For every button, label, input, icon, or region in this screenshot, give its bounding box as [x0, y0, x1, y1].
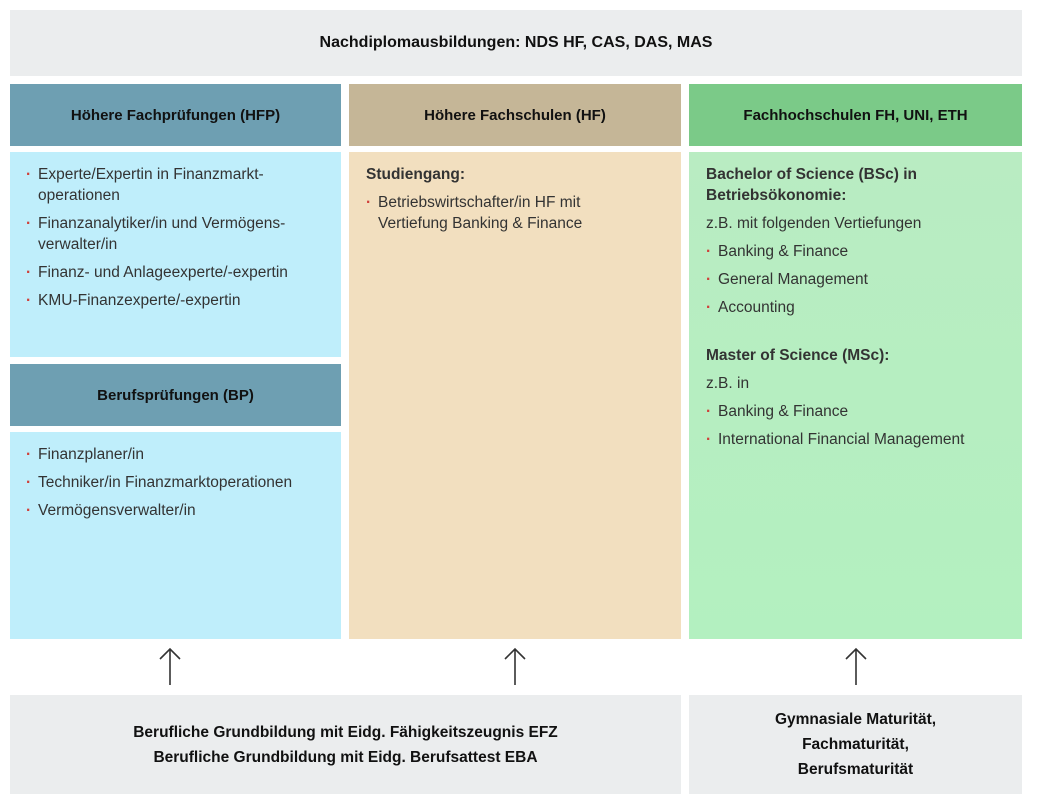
bullet-icon: ·	[26, 292, 32, 309]
bottom-left-line1: Berufliche Grundbildung mit Eidg. Fähigk…	[133, 723, 558, 741]
bullet-icon: ·	[366, 194, 372, 211]
up-arrow-icon	[503, 647, 527, 687]
hf-list: ·Betriebswirtschafter/in HF mit Vertiefu…	[366, 192, 669, 234]
hf-header: Höhere Fachschulen (HF)	[349, 84, 681, 146]
list-item: ·Accounting	[706, 299, 795, 316]
bsc-list: ·Banking & Finance ·General Management ·…	[706, 241, 1010, 318]
bp-body: ·Finanzplaner/in ·Techniker/in Finanzmar…	[10, 432, 341, 639]
hfp-header: Höhere Fachprüfungen (HFP)	[10, 84, 341, 146]
list-item: ·Vermögensverwalter/in	[26, 502, 196, 519]
hf-title: Höhere Fachschulen (HF)	[424, 106, 606, 124]
bottom-right-line1: Gymnasiale Maturität,	[774, 711, 937, 728]
list-item: ·Experte/Expertin in Finanzmarkt-operati…	[26, 166, 264, 204]
list-item: ·Techniker/in Finanzmarktoperationen	[26, 474, 293, 491]
fh-content: Bachelor of Science (BSc) in Betriebsöko…	[689, 152, 1022, 450]
list-item: ·Finanz- und Anlageexperte/-expertin	[26, 264, 288, 281]
bullet-icon: ·	[26, 502, 32, 519]
top-banner: Nachdiplomausbildungen: NDS HF, CAS, DAS…	[10, 10, 1022, 76]
bottom-right-line3: Berufsmaturität	[797, 761, 914, 778]
list-item: ·Betriebswirtschafter/in HF mit Vertiefu…	[366, 194, 583, 232]
bp-list: ·Finanzplaner/in ·Techniker/in Finanzmar…	[10, 432, 341, 521]
list-item: ·International Financial Management	[706, 431, 965, 448]
bsc-intro: z.B. mit folgenden Vertiefungen	[706, 215, 922, 232]
top-banner-text: Nachdiplomausbildungen: NDS HF, CAS, DAS…	[319, 34, 713, 51]
bullet-icon: ·	[26, 446, 32, 463]
bottom-left-line2: Berufliche Grundbildung mit Eidg. Berufs…	[153, 748, 538, 766]
bullet-icon: ·	[26, 474, 32, 491]
list-item: ·Finanzanalytiker/in und Vermögens-verwa…	[26, 215, 286, 253]
hf-heading: Studiengang:	[366, 166, 466, 183]
bullet-icon: ·	[706, 271, 712, 288]
msc-list: ·Banking & Finance ·International Financ…	[706, 401, 1010, 450]
fh-header: Fachhochschulen FH, UNI, ETH	[689, 84, 1022, 146]
hfp-body: ·Experte/Expertin in Finanzmarkt-operati…	[10, 152, 341, 357]
fh-body: Bachelor of Science (BSc) in Betriebsöko…	[689, 152, 1022, 639]
bullet-icon: ·	[706, 299, 712, 316]
hfp-title: Höhere Fachprüfungen (HFP)	[70, 106, 281, 124]
list-item: ·General Management	[706, 271, 868, 288]
list-item: ·KMU-Finanzexperte/-expertin	[26, 292, 241, 309]
bullet-icon: ·	[706, 431, 712, 448]
list-item: ·Banking & Finance	[706, 243, 849, 260]
bp-title: Berufsprüfungen (BP)	[97, 386, 254, 404]
bullet-icon: ·	[706, 403, 712, 420]
msc-intro: z.B. in	[706, 375, 750, 392]
bp-header: Berufsprüfungen (BP)	[10, 364, 341, 426]
bullet-icon: ·	[26, 215, 32, 232]
hf-content: Studiengang: ·Betriebswirtschafter/in HF…	[349, 152, 681, 234]
up-arrow-icon	[158, 647, 182, 687]
bottom-left-box: Berufliche Grundbildung mit Eidg. Fähigk…	[10, 695, 681, 794]
bullet-icon: ·	[706, 243, 712, 260]
hfp-list: ·Experte/Expertin in Finanzmarkt-operati…	[10, 152, 341, 311]
bsc-heading: Bachelor of Science (BSc) in Betriebsöko…	[706, 166, 918, 204]
up-arrow-icon	[844, 647, 868, 687]
list-item: ·Finanzplaner/in	[26, 446, 144, 463]
msc-heading: Master of Science (MSc):	[706, 347, 890, 364]
bottom-right-line2: Fachmaturität,	[802, 736, 909, 753]
list-item: ·Banking & Finance	[706, 403, 849, 420]
bullet-icon: ·	[26, 264, 32, 281]
fh-title: Fachhochschulen FH, UNI, ETH	[743, 106, 968, 124]
hf-body: Studiengang: ·Betriebswirtschafter/in HF…	[349, 152, 681, 639]
bottom-right-box: Gymnasiale Maturität, Fachmaturität, Ber…	[689, 695, 1022, 794]
bullet-icon: ·	[26, 166, 32, 183]
